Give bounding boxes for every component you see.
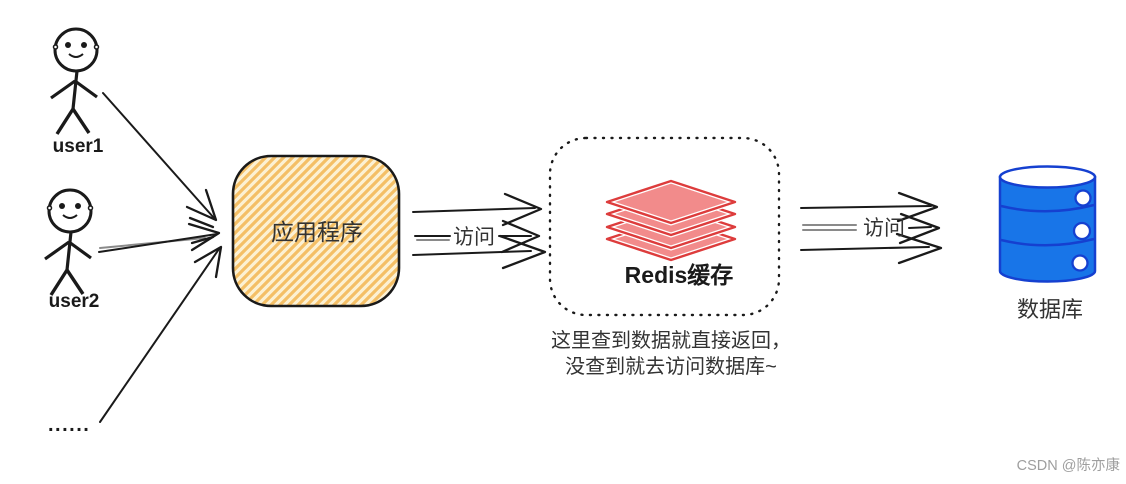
redis-caption-line1: 这里查到数据就直接返回， bbox=[551, 329, 791, 352]
user1-label: user1 bbox=[53, 136, 104, 157]
arrow-app-to-redis: 访问 bbox=[412, 192, 547, 270]
arrow-user1-to-app bbox=[102, 92, 218, 222]
database-cylinder-icon bbox=[998, 165, 1097, 283]
redis-caption: 这里查到数据就直接返回， 没查到就去访问数据库~ bbox=[551, 329, 791, 378]
database-label: 数据库 bbox=[1017, 297, 1083, 322]
arrow-more-users-to-app bbox=[99, 245, 223, 423]
stick-figure-icon bbox=[49, 27, 101, 136]
redis-cache-box: Redis缓存 bbox=[548, 136, 781, 317]
stick-figure-icon bbox=[43, 188, 95, 297]
arrow-redis-to-db: 访问 bbox=[800, 191, 943, 265]
application-label: 应用程序 bbox=[271, 219, 363, 245]
watermark: CSDN @陈亦康 bbox=[1017, 456, 1120, 474]
redis-label: Redis缓存 bbox=[625, 262, 734, 288]
user2-figure: user2 bbox=[43, 188, 100, 312]
access-label-redis-db: 访问 bbox=[863, 217, 905, 240]
user2-label: user2 bbox=[49, 291, 100, 312]
application-box: 应用程序 bbox=[231, 154, 401, 308]
database-figure: 数据库 bbox=[998, 165, 1097, 322]
more-users-label: ...... bbox=[48, 414, 90, 436]
redis-layers-icon bbox=[598, 178, 744, 263]
arrow-user2-to-app bbox=[98, 216, 221, 253]
user1-figure: user1 bbox=[49, 27, 104, 157]
redis-caption-line2: 没查到就去访问数据库~ bbox=[565, 355, 777, 378]
access-label-app-redis: 访问 bbox=[453, 226, 495, 249]
